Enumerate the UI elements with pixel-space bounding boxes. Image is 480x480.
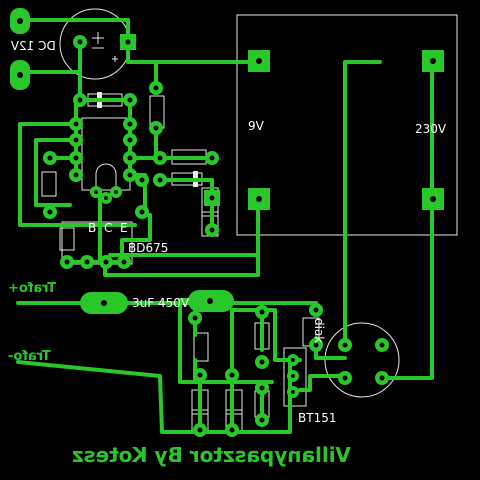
label-bd675: BD675 <box>128 241 168 255</box>
label-9v: 9V <box>248 119 265 133</box>
resistor-r3-outline <box>59 227 75 251</box>
label-bt151: BT151 <box>298 411 336 425</box>
trace-transformer-low <box>108 223 260 257</box>
label-dc-12v: DC 12V <box>10 39 56 53</box>
transistor-small-outline <box>95 163 117 190</box>
trace-left-loop <box>18 98 137 227</box>
resistor-r4-outline <box>193 332 209 362</box>
bt151-outline <box>283 347 307 407</box>
board-labels: DC 12V 9V 230V BD675 B C E Trafo+ Trafo-… <box>8 39 447 467</box>
label-diac: diak <box>312 318 326 343</box>
trace-trafo-minus <box>16 358 292 434</box>
label-board-title: Villanypasztor By Kotesz <box>72 443 351 467</box>
trace-d2 <box>158 178 214 232</box>
label-pin-b: B <box>88 221 96 235</box>
label-trafo-minus: Trafo- <box>8 349 51 364</box>
label-trafo-plus: Trafo+ <box>8 281 56 296</box>
resistor-r2-outline <box>41 171 57 197</box>
trace-bt151-gate <box>298 374 347 392</box>
component-pads <box>10 8 444 437</box>
label-capacitor-value: 3uF 450V <box>132 296 190 310</box>
trace-relay-up <box>343 60 382 347</box>
label-pin-c: C <box>104 221 112 235</box>
trace-bd675-e <box>120 213 152 264</box>
trace-left-inner <box>34 138 78 207</box>
label-pin-e: E <box>120 221 128 235</box>
label-230v: 230V <box>415 122 447 136</box>
